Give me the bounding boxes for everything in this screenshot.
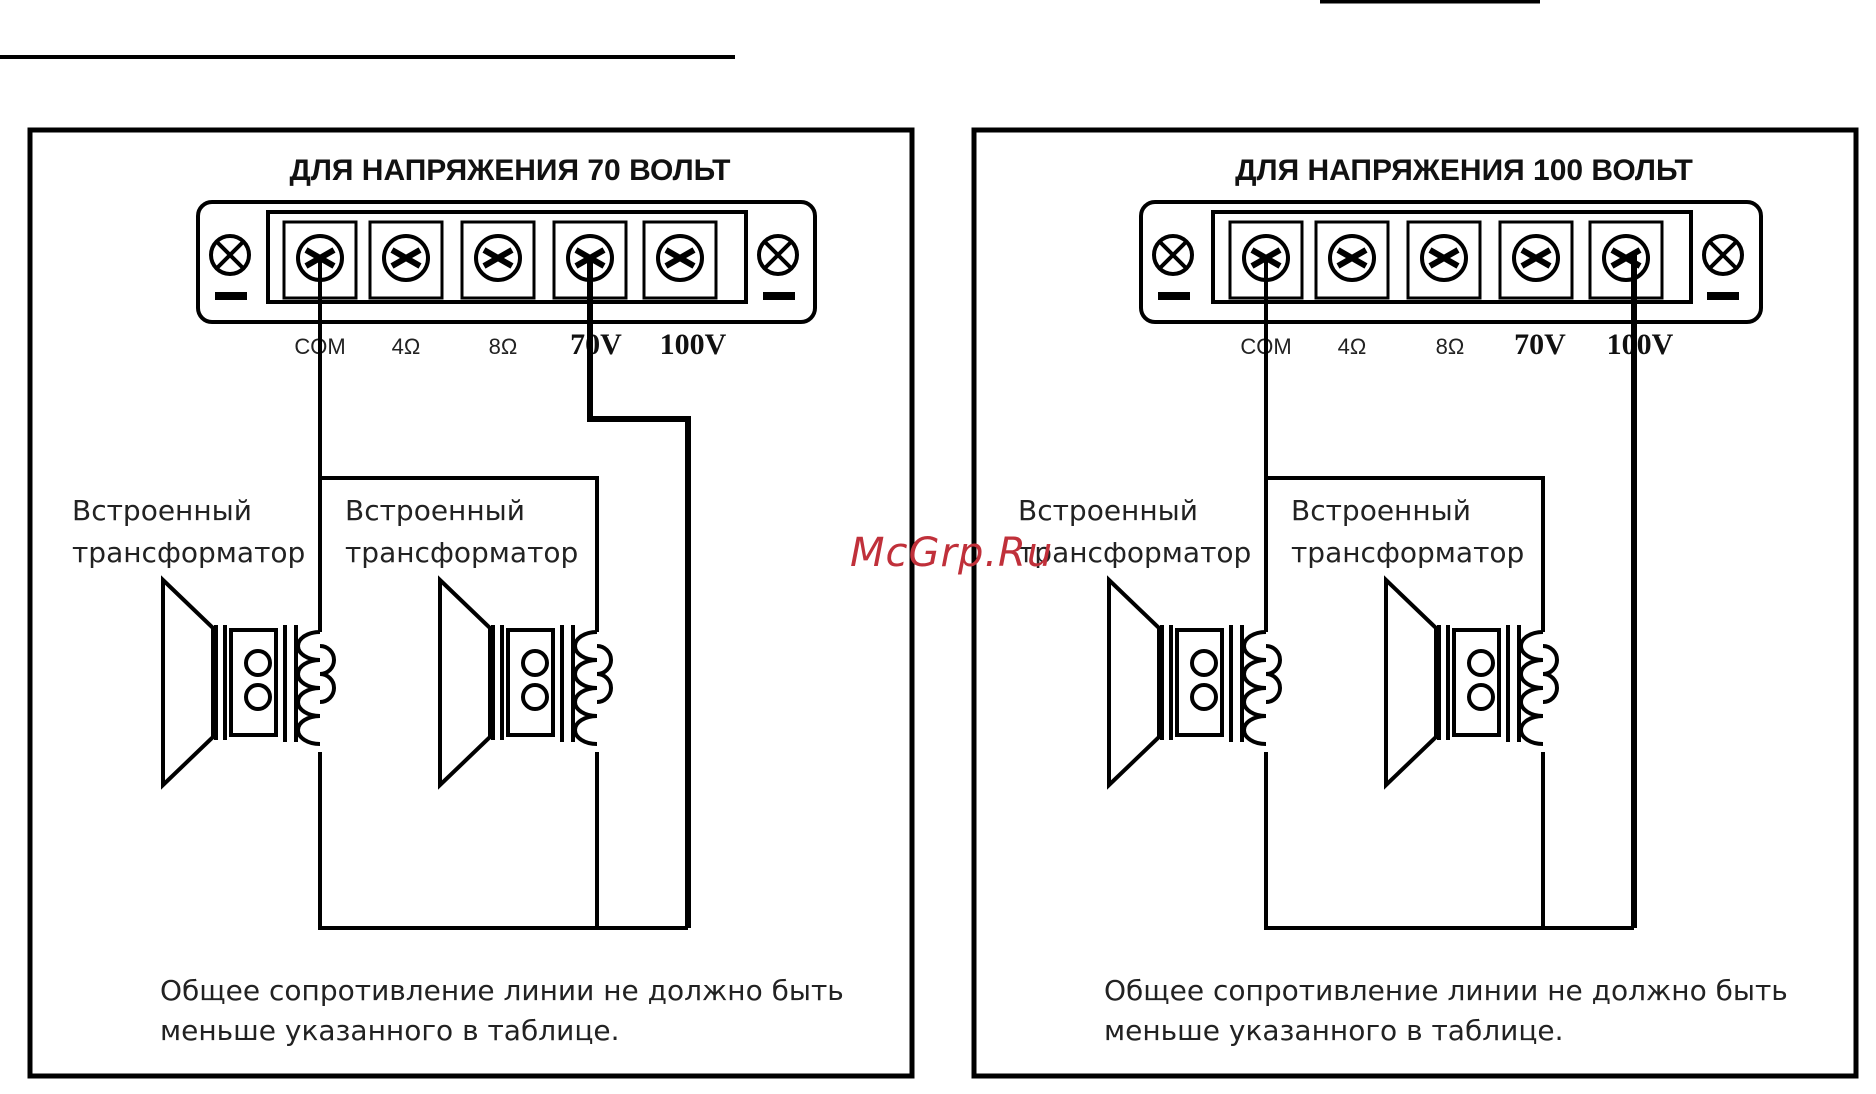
terminal-screw-icon (642, 220, 718, 300)
speaker-label-line1: Встроенный (1018, 494, 1198, 527)
terminal-labels: COM 4Ω 8Ω 70V 100V (294, 328, 726, 361)
speaker-label-line1: Встроенный (72, 494, 252, 527)
mounting-screw-left-icon (209, 234, 251, 300)
terminal-screw-icon (1406, 220, 1482, 300)
terminal-label-4ohm: 4Ω (392, 334, 421, 359)
terminal-screw-icon (460, 220, 536, 300)
speaker-label-line2: трансформатор (1291, 536, 1524, 569)
terminal-label-70v: 70V (1514, 328, 1566, 361)
terminal-screw-icon (1588, 220, 1664, 300)
speaker-label-line1: Встроенный (345, 494, 525, 527)
terminal-label-70v: 70V (570, 328, 622, 361)
speaker-transformer-icon (1384, 575, 1559, 790)
speaker-2-return-wire (1266, 476, 1545, 928)
terminal-screw-icon (1498, 220, 1574, 300)
terminal-screw-icon (368, 220, 444, 300)
terminal-label-100v: 100V (660, 328, 727, 361)
speaker-transformer-icon (438, 575, 613, 790)
impedance-note-line1: Общее сопротивление линии не должно быть (1104, 974, 1788, 1007)
mounting-screw-left-icon (1152, 234, 1194, 300)
impedance-note-line2: меньше указанного в таблице. (1104, 1014, 1564, 1047)
speaker-2-return-wire (320, 476, 599, 928)
speaker-label-line2: трансформатор (72, 536, 305, 569)
mounting-screw-right-icon (1702, 234, 1744, 300)
terminal-screws (1228, 220, 1664, 300)
terminal-label-4ohm: 4Ω (1338, 334, 1367, 359)
terminal-label-100v: 100V (1607, 328, 1674, 361)
speaker-transformer-icon (1107, 575, 1282, 790)
panel-title: ДЛЯ НАПРЯЖЕНИЯ 100 ВОЛЬТ (1235, 154, 1693, 187)
impedance-note-line1: Общее сопротивление линии не должно быть (160, 974, 844, 1007)
speaker-1: Встроенный трансформатор (72, 494, 336, 790)
speaker-1: Встроенный трансформатор (1018, 494, 1282, 790)
terminal-strip (1139, 200, 1763, 324)
terminal-screws (282, 220, 718, 300)
terminal-label-8ohm: 8Ω (1436, 334, 1465, 359)
terminal-label-8ohm: 8Ω (489, 334, 518, 359)
panel-frame (971, 127, 1859, 1079)
com-wire (318, 258, 688, 930)
panel-70v: ДЛЯ НАПРЯЖЕНИЯ 70 ВОЛЬТ (27, 127, 915, 1079)
panel-100v: ДЛЯ НАПРЯЖЕНИЯ 100 ВОЛЬТ (971, 127, 1859, 1079)
speaker-2: Встроенный трансформатор (1291, 494, 1559, 790)
terminal-strip (196, 200, 817, 324)
signal-wire-70v (587, 258, 691, 928)
panel-frame (27, 127, 915, 1079)
terminal-labels: COM 4Ω 8Ω 70V 100V (1240, 328, 1673, 361)
mounting-screw-right-icon (757, 234, 799, 300)
panel-title: ДЛЯ НАПРЯЖЕНИЯ 70 ВОЛЬТ (289, 154, 730, 187)
signal-wire-100v (1630, 255, 1637, 928)
speaker-2: Встроенный трансформатор (345, 494, 613, 790)
watermark: McGrp.Ru (850, 530, 1054, 576)
speaker-label-line1: Встроенный (1291, 494, 1471, 527)
terminal-screw-icon (1314, 220, 1390, 300)
speaker-label-line2: трансформатор (1018, 536, 1251, 569)
com-wire (1264, 258, 1634, 930)
speaker-transformer-icon (161, 575, 336, 790)
speaker-label-line2: трансформатор (345, 536, 578, 569)
impedance-note-line2: меньше указанного в таблице. (160, 1014, 620, 1047)
